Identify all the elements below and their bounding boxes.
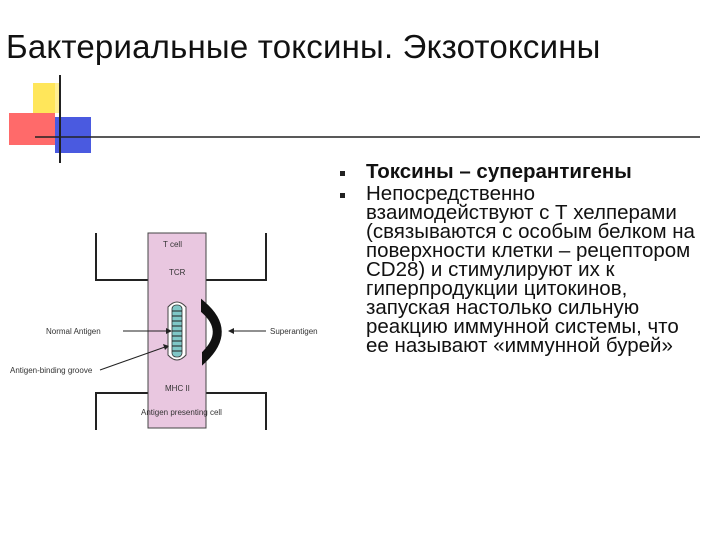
superantigen-shape [201,298,222,366]
tcr-label: TCR [169,268,186,277]
antigen-binding-groove-label: Antigen-binding groove [10,366,93,375]
antigen-stripes [172,310,182,352]
bullet-item: Токсины – суперантигены [335,160,707,183]
decorative-squares [9,75,700,163]
bullet-text: Непосредственно взаимодействуют с Т хелп… [366,182,695,357]
mhc-label: MHC II [165,384,190,393]
groove-arrow [99,346,166,371]
normal-antigen-label: Normal Antigen [46,327,101,336]
t-cell-label: T cell [163,240,182,249]
bullet-square-icon [340,193,345,198]
bullet-item: Непосредственно взаимодействуют с Т хелп… [335,182,707,357]
slide-title: Бактериальные токсины. Экзотоксины [6,28,601,65]
bullet-list: Токсины – суперантигены Непосредственно … [335,160,707,357]
superantigen-label: Superantigen [270,327,318,336]
bullet-square-icon [340,171,345,176]
apc-label: Antigen presenting cell [141,408,222,417]
yellow-square [33,83,61,113]
bullet-text: Токсины – суперантигены [366,160,632,183]
superantigen-diagram: T cell TCR Normal Antigen Superantigen A… [10,232,318,430]
red-square [9,113,55,145]
